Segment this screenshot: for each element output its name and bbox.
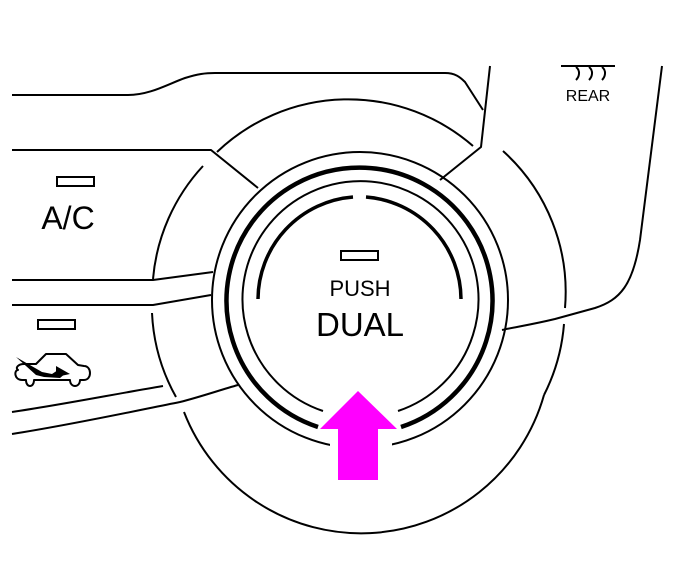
- knob-thick-ring: [224, 165, 495, 430]
- outer-ring-bottom-segment: [183, 394, 545, 535]
- ac-label: A/C: [41, 200, 94, 236]
- divider-recirc-lower-short: [11, 385, 164, 413]
- knob-push-label: PUSH: [329, 276, 390, 301]
- outer-segmented-ring: [151, 98, 567, 535]
- knob-dual-label: DUAL: [316, 306, 404, 343]
- panel-right-divider: [439, 65, 491, 181]
- recirc-indicator-lamp-icon: [37, 319, 76, 330]
- rear-label: REAR: [566, 88, 610, 105]
- ac-indicator-lamp-icon: [56, 176, 95, 187]
- up-arrow-icon: [320, 391, 397, 480]
- panel-ac-top-edge: [12, 149, 259, 189]
- divider-recirc-upper: [12, 294, 212, 306]
- outer-ring-right-lower-segment: [543, 323, 565, 396]
- knob-inner-arc-right: [365, 195, 463, 300]
- divider-recirc-lower-long: [11, 384, 239, 435]
- rear-defrost-icon: [561, 65, 615, 81]
- outer-ring-right-upper-segment: [502, 150, 567, 309]
- ac-button[interactable]: A/C: [41, 176, 95, 236]
- recirculation-button[interactable]: [14, 319, 91, 387]
- panel-top-edge: [12, 72, 484, 111]
- panel-right-edge: [501, 65, 663, 331]
- knob-inner-arc-left: [256, 195, 354, 300]
- rear-defrost-button[interactable]: REAR: [561, 65, 615, 105]
- outer-ring-upper-left-segment: [152, 165, 204, 280]
- recirculation-car-icon: [14, 353, 91, 387]
- knob-thin-ring: [241, 180, 480, 412]
- dual-indicator-lamp-icon: [340, 250, 379, 261]
- outer-ring-lower-left-segment: [151, 312, 177, 398]
- divider-ac-lower: [12, 271, 214, 281]
- outer-ring-top-segment: [216, 98, 474, 153]
